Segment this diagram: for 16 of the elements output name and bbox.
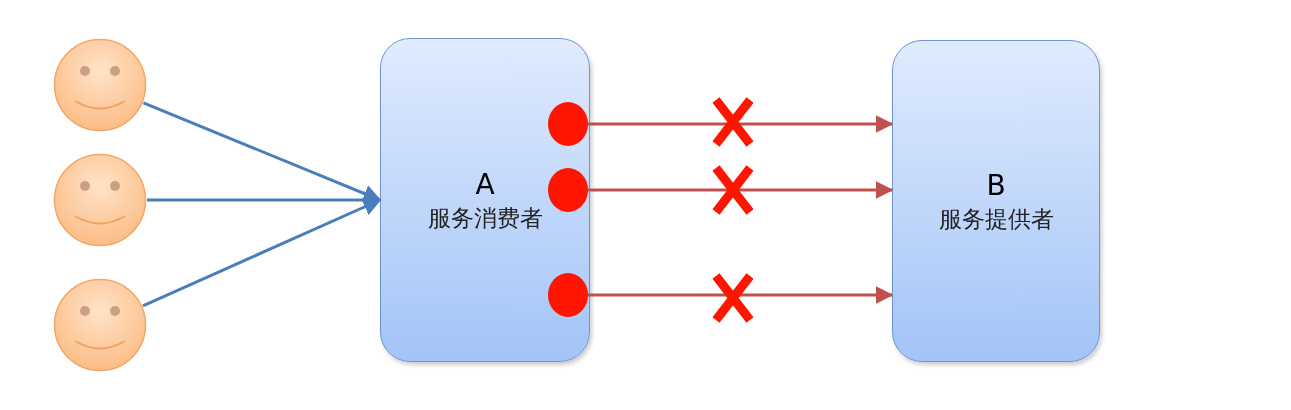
connection-dot	[548, 168, 588, 212]
smiley-face-icon	[53, 153, 147, 247]
box-title: A	[475, 167, 495, 203]
box-label: 服务提供者	[938, 205, 1054, 234]
arrow	[588, 181, 894, 199]
service-box	[892, 40, 1100, 362]
connection-dot	[548, 273, 588, 317]
arrow	[588, 286, 894, 304]
arrow	[142, 198, 382, 308]
service-box	[380, 38, 590, 362]
smiley-face-icon	[53, 38, 147, 132]
arrow	[588, 115, 894, 133]
connection-dot	[548, 102, 588, 146]
box-label: 服务消费者	[427, 204, 543, 233]
smiley-face-icon	[53, 278, 147, 372]
box-title: B	[986, 168, 1006, 204]
